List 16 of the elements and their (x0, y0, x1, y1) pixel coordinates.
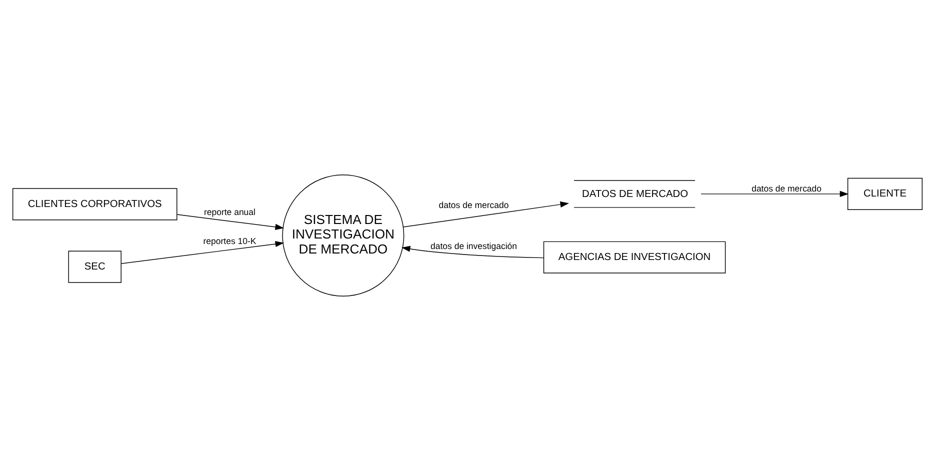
edge-label: reportes 10-K (203, 235, 256, 246)
arrow (700, 190, 849, 196)
edge-label: datos de investigación (430, 240, 517, 251)
edge-label: datos de mercado (438, 200, 509, 210)
node-circle: SISTEMA DE INVESTIGACION DE MERCADO (282, 174, 404, 296)
node-box: AGENCIAS DE INVESTIGACION (543, 240, 726, 273)
edge-label: datos de mercado (752, 182, 822, 193)
edge-label: reporte anual (204, 206, 256, 216)
arrow (120, 240, 284, 264)
arrow (401, 245, 544, 258)
node-box: CLIENTES CORPORATIVOS (12, 188, 178, 220)
node-box: CLIENTE (847, 177, 923, 210)
node-box: SEC (68, 250, 122, 282)
arrow (402, 200, 570, 227)
arrow (176, 214, 284, 230)
node-text: DATOS DE MERCADO (582, 188, 688, 200)
